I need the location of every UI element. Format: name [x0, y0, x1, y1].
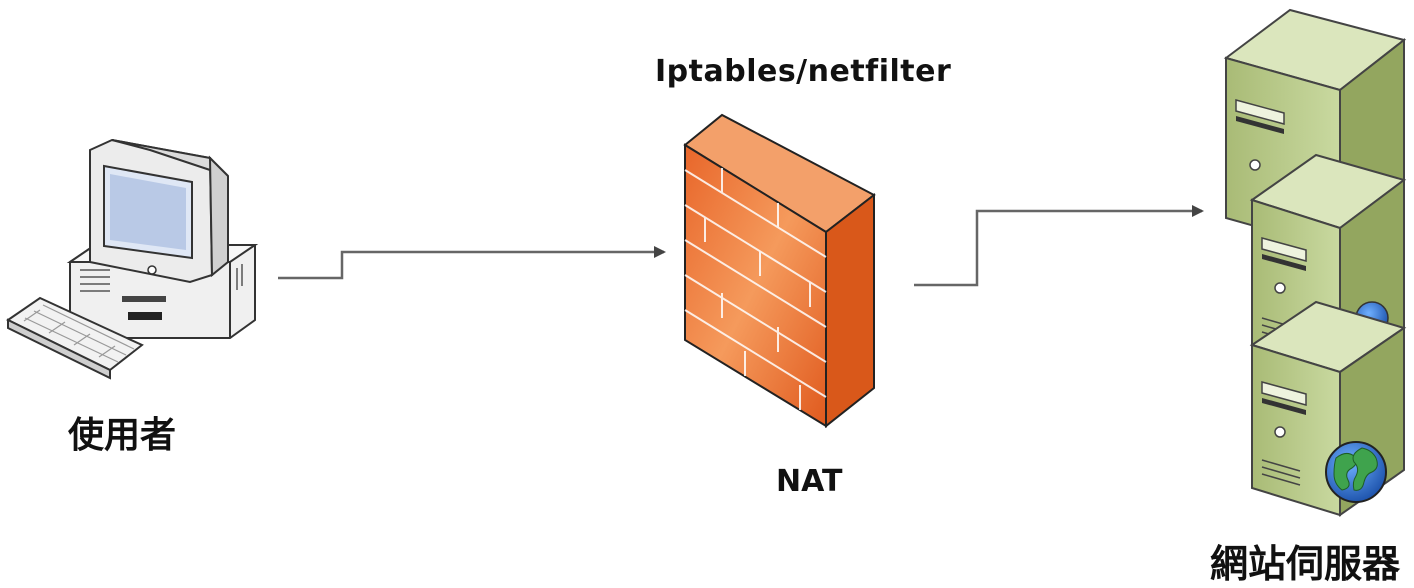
firewall-brick-wall-icon	[683, 113, 876, 429]
globe-icon	[1325, 441, 1387, 503]
connector-firewall-to-server	[914, 205, 1204, 287]
user-label: 使用者	[68, 415, 177, 456]
web-server-stack-icon	[1223, 8, 1407, 517]
desktop-computer-icon	[6, 138, 259, 380]
server-label: 網站伺服器	[1210, 542, 1401, 586]
firewall-top-label: Iptables/netfilter	[655, 54, 952, 89]
connector-user-to-firewall	[278, 246, 666, 280]
firewall-bottom-label: NAT	[776, 464, 843, 499]
